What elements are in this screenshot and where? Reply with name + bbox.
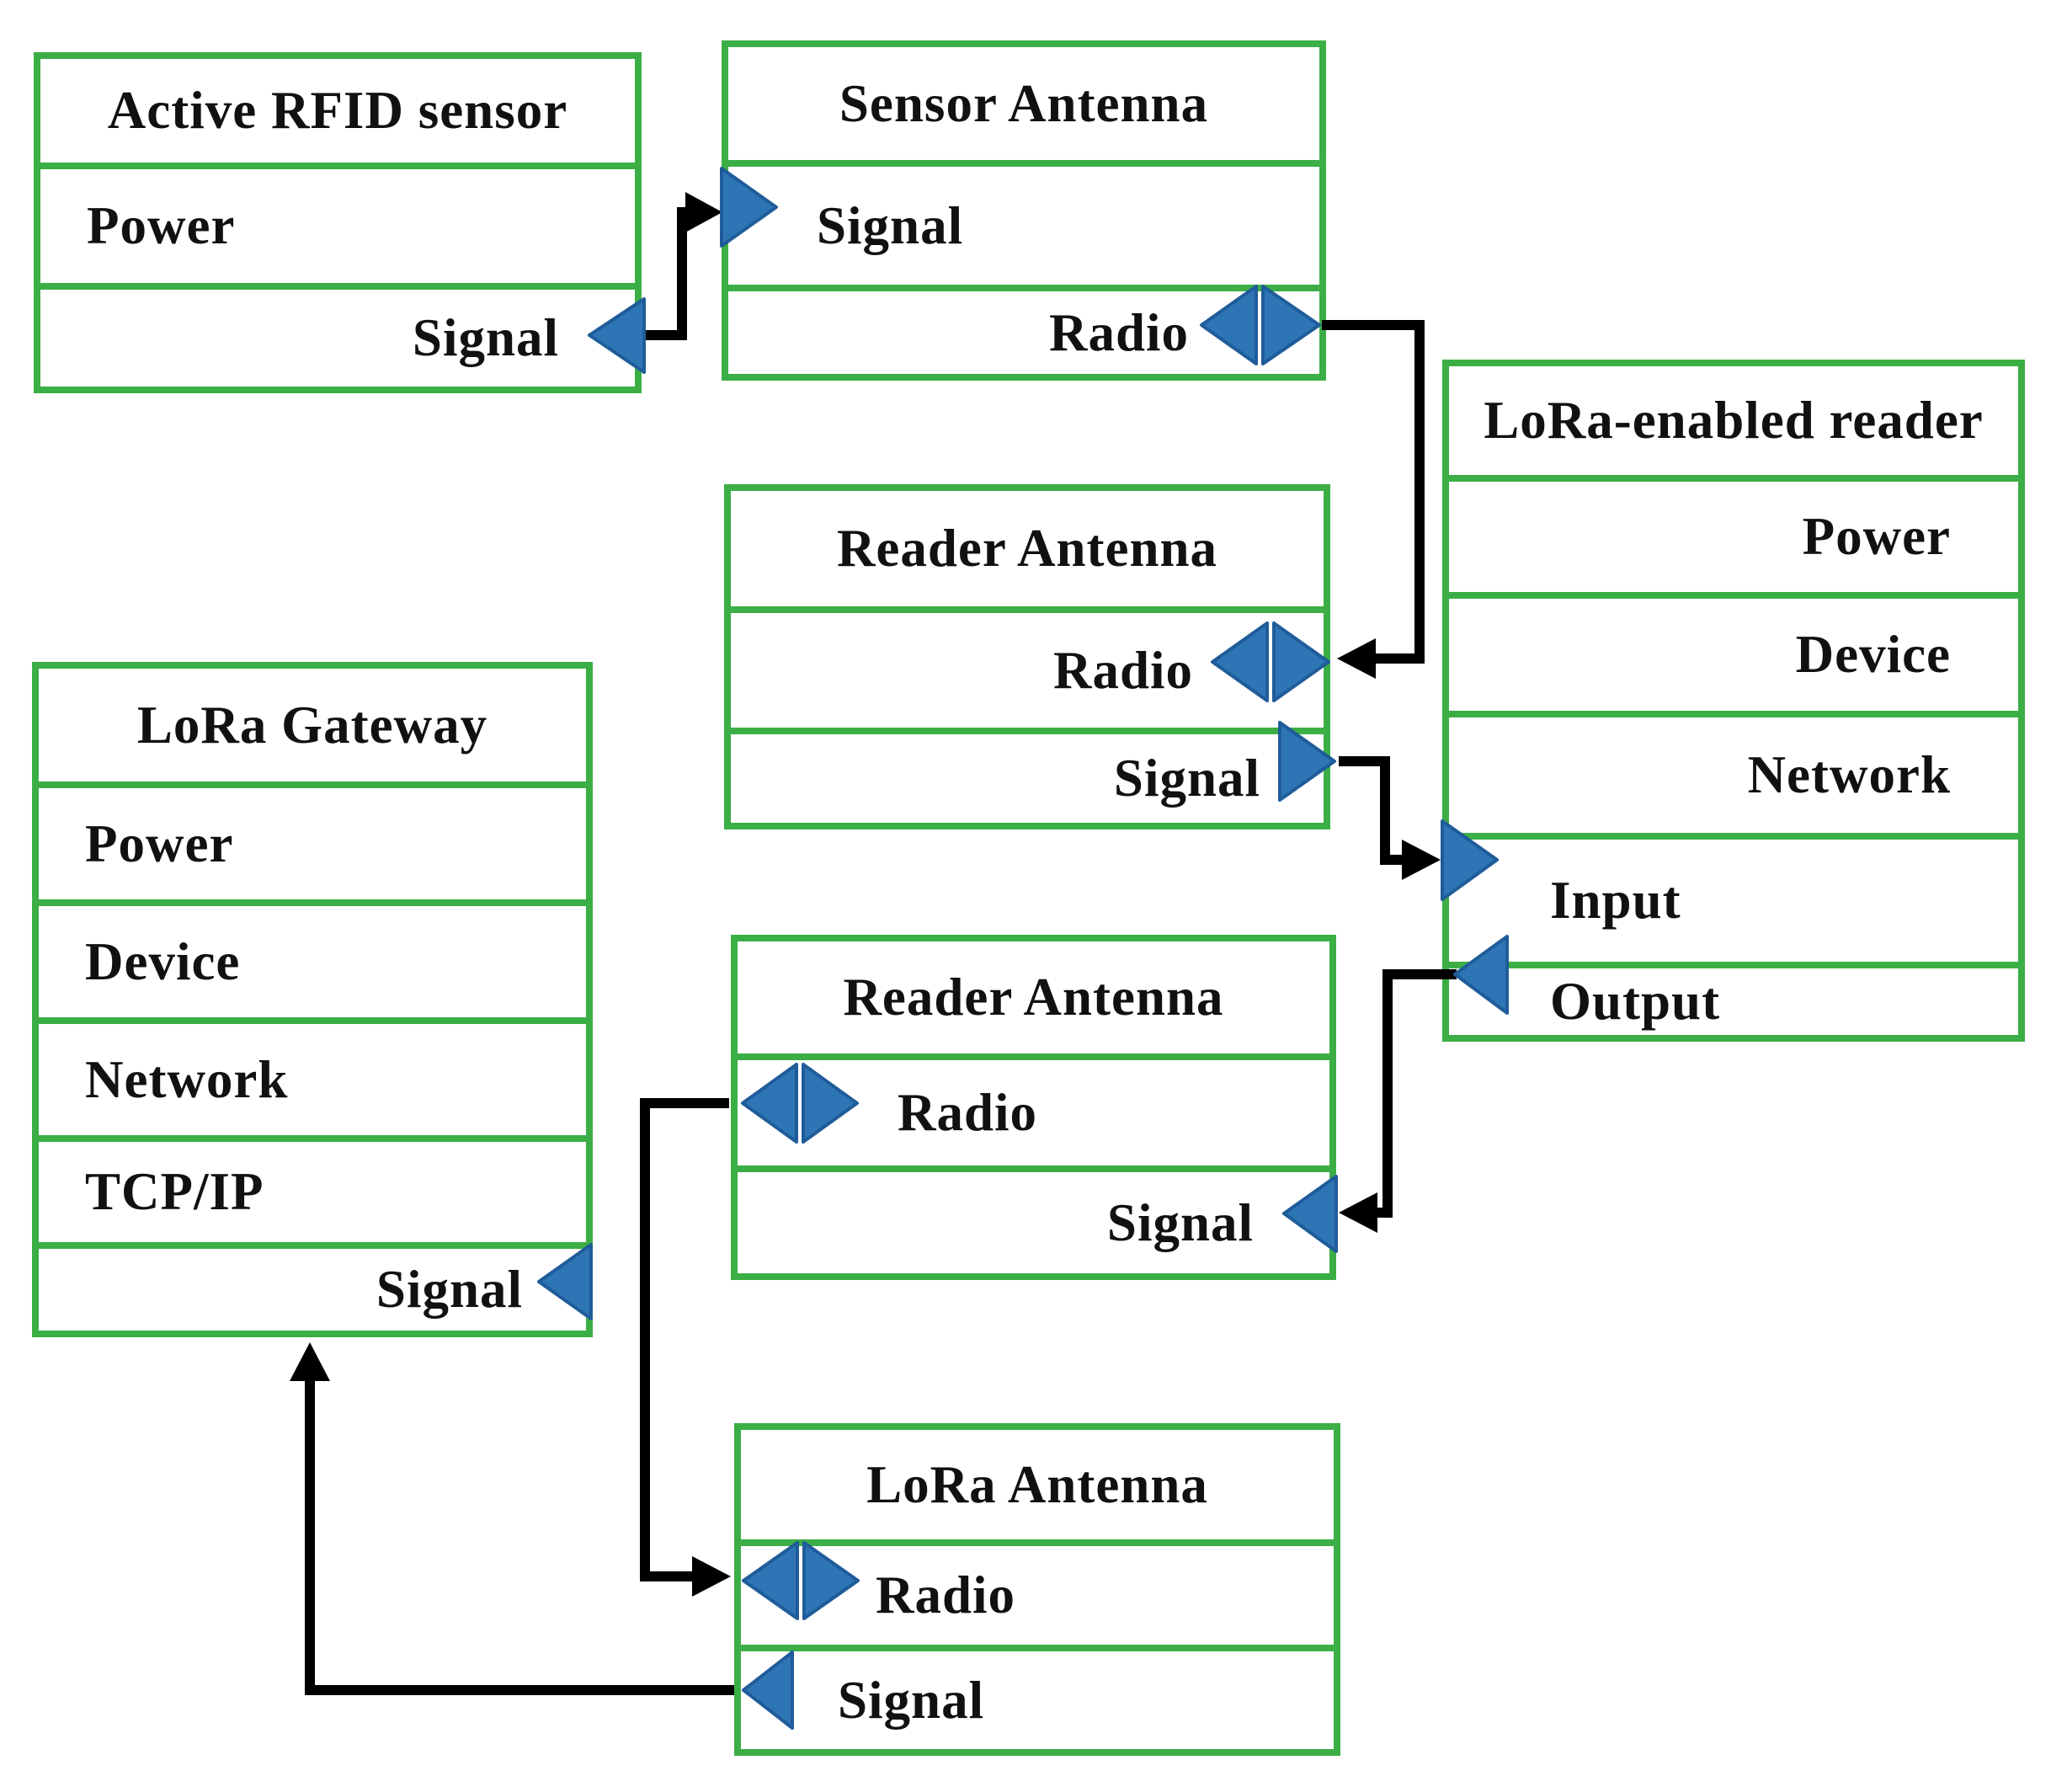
row-label: Signal [838, 1670, 985, 1730]
arrowhead-right-icon [685, 192, 722, 232]
row-network: Network [39, 1017, 586, 1135]
arrowhead-left-icon [1339, 1192, 1377, 1233]
box-title: LoRa Gateway [136, 695, 488, 755]
box-active-rfid-sensor: Active RFID sensor Power Signal [34, 52, 642, 393]
box-sensor-antenna: Sensor Antenna Signal Radio [722, 40, 1326, 381]
arrowhead-right-icon [692, 1556, 731, 1597]
box-title: Reader Antenna [836, 519, 1218, 578]
row-label: Power [1802, 507, 1951, 566]
row-power: Power [1449, 475, 2018, 592]
row-signal: Signal [40, 283, 635, 387]
row-label: Device [1795, 625, 1951, 684]
connector-rfid-signal-to-sensor-antenna [642, 207, 687, 340]
connector-lora-antenna-signal-to-gateway [305, 1381, 734, 1695]
box-lora-antenna: LoRa Antenna Radio Signal [734, 1423, 1340, 1756]
box-title: Reader Antenna [843, 968, 1224, 1027]
box-title-row: Sensor Antenna [728, 47, 1319, 160]
row-label: Network [85, 1049, 289, 1109]
row-radio: Radio [738, 1053, 1329, 1165]
row-power: Power [39, 781, 586, 899]
box-title-row: LoRa Antenna [741, 1430, 1334, 1539]
row-input: Input [1449, 833, 2018, 962]
row-signal: Signal [728, 160, 1319, 285]
connector-sensor-radio-to-reader-radio [1322, 320, 1425, 664]
row-label: Radio [876, 1565, 1016, 1624]
row-label: Radio [898, 1083, 1038, 1142]
row-radio: Radio [741, 1539, 1334, 1645]
row-signal: Signal [39, 1242, 586, 1331]
box-title-row: Reader Antenna [731, 491, 1324, 606]
box-title: LoRa-enabled reader [1484, 391, 1984, 450]
row-tcpip: TCP/IP [39, 1135, 586, 1242]
box-title-row: LoRa-enabled reader [1449, 366, 2018, 475]
arrowhead-left-icon [1337, 638, 1376, 679]
row-signal: Signal [741, 1645, 1334, 1749]
row-label: Power [85, 813, 234, 873]
arrowhead-up-icon [290, 1342, 330, 1381]
row-device: Device [39, 899, 586, 1017]
connector-reader-signal-to-reader-input [1339, 756, 1402, 865]
row-label: Radio [1052, 640, 1193, 700]
row-signal: Signal [738, 1165, 1329, 1273]
row-radio: Radio [728, 285, 1319, 374]
box-title: Active RFID sensor [107, 81, 568, 140]
box-title-row: LoRa Gateway [39, 669, 586, 781]
row-device: Device [1449, 592, 2018, 711]
box-lora-gateway: LoRa Gateway Power Device Network TCP/IP… [32, 662, 593, 1337]
row-label: Signal [1113, 749, 1260, 808]
row-network: Network [1449, 711, 2018, 833]
row-radio: Radio [731, 606, 1324, 728]
box-lora-enabled-reader: LoRa-enabled reader Power Device Network… [1442, 360, 2025, 1042]
row-label: Signal [376, 1260, 523, 1319]
row-label: Network [1747, 745, 1951, 804]
row-label: Power [87, 196, 236, 255]
box-reader-antenna-lower: Reader Antenna Radio Signal [731, 935, 1336, 1280]
box-title: Sensor Antenna [839, 73, 1209, 133]
arrowhead-right-icon [1402, 840, 1441, 880]
row-label: Device [85, 931, 241, 991]
row-label: TCP/IP [85, 1162, 264, 1221]
row-label: Input [1550, 871, 1681, 930]
box-title: LoRa Antenna [866, 1454, 1208, 1514]
box-reader-antenna-upper: Reader Antenna Radio Signal [724, 484, 1330, 829]
box-title-row: Active RFID sensor [40, 59, 635, 163]
row-label: Signal [817, 195, 964, 255]
row-signal: Signal [731, 728, 1324, 823]
row-label: Output [1550, 972, 1721, 1031]
row-label: Radio [1048, 302, 1189, 362]
row-output: Output [1449, 962, 2018, 1035]
box-title-row: Reader Antenna [738, 941, 1329, 1053]
row-label: Signal [1106, 1192, 1254, 1252]
row-power: Power [40, 163, 635, 283]
row-label: Signal [412, 308, 559, 367]
connector-reader2-radio-to-lora-antenna-radio [640, 1098, 729, 1581]
